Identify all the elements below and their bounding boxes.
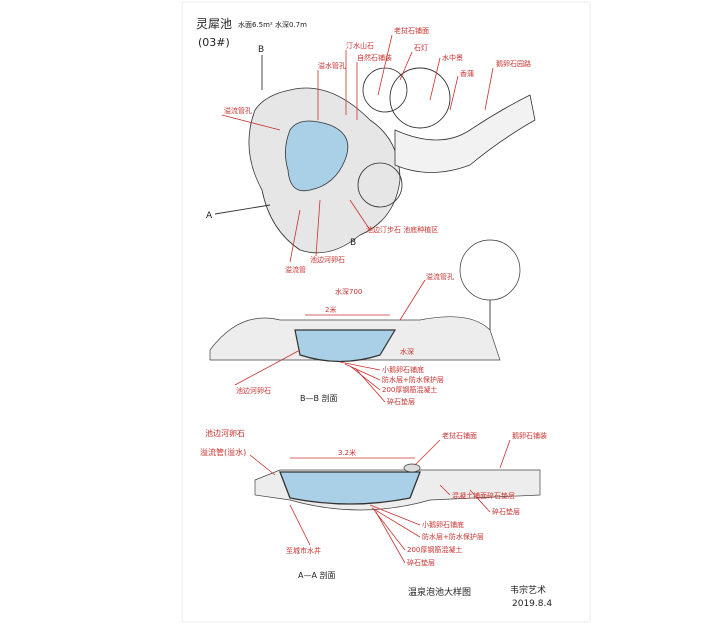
plan-label: 香蒲 bbox=[460, 69, 474, 78]
plan-label: 溢流管 bbox=[285, 265, 306, 274]
aa-title: A—A 剖面 bbox=[298, 570, 336, 580]
plan-label: 池边汀步石 池底种植区 bbox=[366, 225, 438, 234]
plan-view: B B A bbox=[206, 45, 536, 254]
section-aa: 3.2米 池边河卵石 溢流管(溢水) 老挝石铺面 鹅卵石铺装 混凝土铺面碎石垫层… bbox=[200, 428, 547, 580]
pool-code: (03#) bbox=[198, 36, 230, 49]
drawing-caption: 温泉泡池大样图 bbox=[408, 586, 471, 598]
section-mark-b-bottom: B bbox=[350, 238, 356, 248]
drawing-date: 2019.8.4 bbox=[512, 599, 552, 609]
section-mark-b-top: B bbox=[258, 45, 264, 55]
bb-label: 溢流管孔 bbox=[426, 272, 454, 281]
aa-label: 防水层+防水保护层 bbox=[422, 532, 484, 541]
pebble-path bbox=[394, 94, 536, 173]
aa-label: 老挝石铺面 bbox=[442, 431, 477, 440]
bb-label: 池边河卵石 bbox=[236, 386, 271, 395]
bb-width: 2米 bbox=[325, 305, 336, 314]
aa-label: 200厚钢筋混凝土 bbox=[407, 545, 462, 554]
plan-label: 汀水山石 bbox=[346, 41, 374, 50]
aa-width: 3.2米 bbox=[338, 448, 356, 457]
aa-label: 小鹅卵石铺底 bbox=[422, 520, 464, 529]
plan-label: 鹅卵石园路 bbox=[496, 59, 531, 68]
pool-name: 灵犀池 bbox=[196, 17, 232, 31]
aa-label: 碎石垫层 bbox=[492, 507, 520, 516]
bb-depth: 水深700 bbox=[335, 287, 362, 296]
plan-label: 池边河卵石 bbox=[310, 255, 345, 264]
bb-label: 小鹅卵石铺底 bbox=[382, 365, 424, 374]
aa-label: 至城市水井 bbox=[286, 546, 321, 555]
bb-label: 水深 bbox=[400, 347, 414, 356]
aa-label: 溢流管(溢水) bbox=[200, 447, 246, 457]
bb-label: 防水层+防水保护层 bbox=[382, 375, 444, 384]
bb-title: B—B 剖面 bbox=[300, 393, 338, 403]
aa-water bbox=[279, 471, 421, 505]
plan-label: 老挝石铺面 bbox=[394, 26, 429, 35]
aa-label: 混凝土铺面碎石垫层 bbox=[452, 491, 515, 500]
plan-label: 溢流管孔 bbox=[224, 106, 252, 115]
section-bb: 2米 水深700 溢流管孔 池边河卵石 水深 小鹅卵石铺底 防水层+防水保护层 … bbox=[209, 239, 521, 406]
plan-label: 溢水管孔 bbox=[318, 61, 346, 70]
tree-canopy bbox=[389, 67, 451, 129]
plan-label: 自然石铺装 bbox=[357, 53, 392, 62]
aa-label: 鹅卵石铺装 bbox=[512, 431, 547, 440]
plan-labels: 溢水管孔 汀水山石 自然石铺装 老挝石铺面 石灯 水中景 香蒲 鹅卵石园路 溢流… bbox=[221, 26, 531, 274]
plan-label: 石灯 bbox=[414, 43, 428, 52]
bb-label: 碎石垫层 bbox=[387, 397, 415, 406]
plan-label: 水中景 bbox=[442, 53, 463, 62]
author-signature: 韦宗艺术 bbox=[510, 584, 546, 596]
pool-water bbox=[285, 120, 349, 192]
aa-label: 池边河卵石 bbox=[205, 428, 245, 438]
aa-label: 碎石垫层 bbox=[407, 558, 435, 567]
section-mark-a: A bbox=[206, 211, 213, 221]
bb-label: 200厚钢筋混凝土 bbox=[382, 385, 437, 394]
pool-spec: 水面6.5m² 水深0.7m bbox=[238, 20, 307, 29]
bb-water bbox=[294, 329, 397, 363]
